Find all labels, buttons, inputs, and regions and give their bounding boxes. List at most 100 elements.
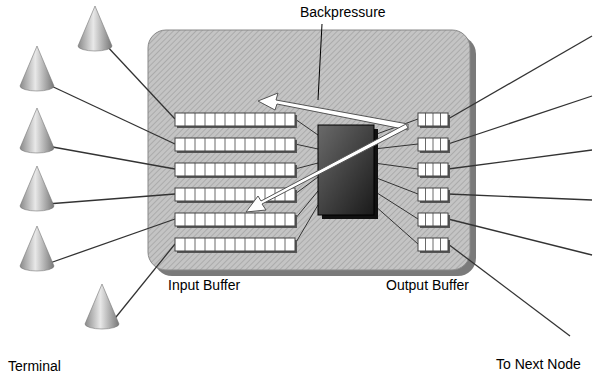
input-buffer xyxy=(175,213,295,226)
buffer-cell xyxy=(235,188,236,201)
buffer-cell xyxy=(433,163,434,176)
buffer-cell xyxy=(225,188,226,201)
buffer-cell xyxy=(433,238,434,251)
buffer-cell xyxy=(440,163,441,176)
buffer-cell xyxy=(425,113,426,126)
internal-wire xyxy=(295,205,318,244)
buffer-cell xyxy=(285,138,286,151)
terminal-wire xyxy=(105,44,175,119)
internal-wire xyxy=(295,119,318,135)
internal-wire xyxy=(295,191,318,219)
buffer-cell xyxy=(185,188,186,201)
internal-wire xyxy=(374,191,418,219)
buffer-cell xyxy=(440,138,441,151)
terminal-cone xyxy=(20,108,54,153)
input-buffer xyxy=(175,113,295,126)
buffer-cell xyxy=(425,188,426,201)
buffer-cell xyxy=(235,238,236,251)
buffer-cell xyxy=(255,113,256,126)
buffer-cell xyxy=(185,213,186,226)
buffer-cell xyxy=(225,163,226,176)
buffer-cell xyxy=(433,138,434,151)
buffer-cell xyxy=(185,238,186,251)
internal-wire xyxy=(295,144,318,149)
buffer-cell xyxy=(185,163,186,176)
buffer-cell xyxy=(285,213,286,226)
buffer-cell xyxy=(265,113,266,126)
buffer-cell xyxy=(225,113,226,126)
output-buffer xyxy=(418,163,448,176)
buffer-cell xyxy=(433,188,434,201)
terminal-wire xyxy=(47,219,175,264)
output-buffer xyxy=(418,213,448,226)
output-buffer xyxy=(418,138,448,151)
buffer-cell xyxy=(275,113,276,126)
buffer-cell xyxy=(235,213,236,226)
buffer-cell xyxy=(235,163,236,176)
internal-wire xyxy=(374,163,418,169)
buffer-cell xyxy=(195,138,196,151)
terminal-cone xyxy=(20,46,54,91)
buffer-cell xyxy=(440,238,441,251)
output-buffer xyxy=(418,188,448,201)
buffer-cell xyxy=(425,138,426,151)
buffer-cell xyxy=(245,163,246,176)
buffer-cell xyxy=(205,138,206,151)
output-link xyxy=(448,96,592,144)
buffer-cell xyxy=(285,163,286,176)
internal-wire xyxy=(374,205,418,244)
internal-wire xyxy=(295,163,318,169)
buffer-cell xyxy=(245,188,246,201)
output-link xyxy=(448,150,592,169)
buffer-cell xyxy=(265,163,266,176)
buffer-cell xyxy=(265,213,266,226)
terminal-wire xyxy=(112,244,175,322)
internal-wire xyxy=(374,177,418,194)
buffer-cell xyxy=(285,113,286,126)
buffer-cell xyxy=(275,138,276,151)
buffer-cell xyxy=(205,163,206,176)
terminal-cone xyxy=(85,284,119,329)
terminal-wire xyxy=(47,84,175,144)
buffer-cell xyxy=(425,213,426,226)
buffer-cell xyxy=(195,163,196,176)
buffer-cell xyxy=(440,213,441,226)
buffer-cell xyxy=(275,238,276,251)
output-link xyxy=(448,194,592,200)
leader-line xyxy=(318,24,322,100)
switch-node-body xyxy=(148,30,470,270)
buffer-cell xyxy=(205,113,206,126)
output-buffer xyxy=(418,238,448,251)
buffer-cell xyxy=(275,163,276,176)
callout-label: Backpressure xyxy=(300,4,386,20)
buffer-cell xyxy=(195,188,196,201)
backpressure-arrow xyxy=(258,93,408,130)
part-label: To Next Node xyxy=(496,356,581,372)
buffer-cell xyxy=(235,138,236,151)
buffer-cell xyxy=(195,113,196,126)
buffer-cell xyxy=(433,113,434,126)
buffer-cell xyxy=(225,213,226,226)
buffer-cell xyxy=(265,238,266,251)
buffer-cell xyxy=(245,238,246,251)
buffer-cell xyxy=(225,138,226,151)
buffer-cell xyxy=(255,138,256,151)
buffer-cell xyxy=(205,238,206,251)
buffer-cell xyxy=(185,113,186,126)
buffer-cell xyxy=(195,238,196,251)
buffer-cell xyxy=(255,213,256,226)
buffer-cell xyxy=(235,113,236,126)
buffer-cell xyxy=(215,138,216,151)
buffer-cell xyxy=(440,188,441,201)
part-label: Terminal xyxy=(8,358,61,374)
input-buffer xyxy=(175,238,295,251)
buffer-cell xyxy=(215,113,216,126)
input-buffer xyxy=(175,138,295,151)
buffer-cell xyxy=(215,163,216,176)
buffer-cell xyxy=(185,138,186,151)
terminal-cone xyxy=(78,6,112,51)
buffer-cell xyxy=(275,213,276,226)
buffer-cell xyxy=(195,213,196,226)
